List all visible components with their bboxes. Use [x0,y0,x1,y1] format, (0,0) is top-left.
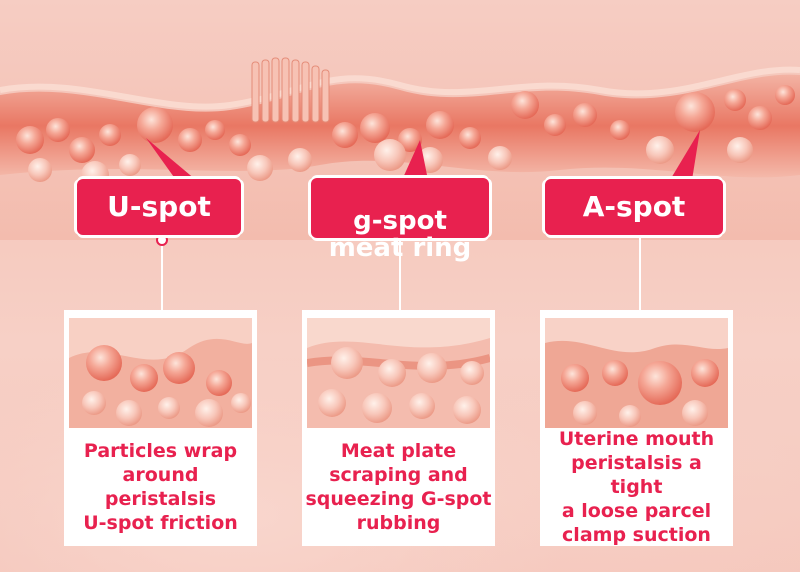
label-g-spot: g-spot meat ring [311,178,489,262]
thumbnail-a-spot-image [545,318,728,428]
label-a-spot-text: A-spot [582,190,686,223]
label-g-spot-text: g-spot meat ring [328,206,472,263]
card-u-spot: Particles wrap around peristalsis U-spot… [64,310,257,546]
card-g-spot: Meat plate scraping and squeezing G-spot… [302,310,495,546]
description-g-spot: Meat plate scraping and squeezing G-spot… [305,440,492,534]
label-a-spot: A-spot [545,179,723,235]
label-u-spot: U-spot [77,179,241,235]
label-u-spot-text: U-spot [107,190,211,223]
thumbnail-g-spot-image [307,318,490,428]
description-a-spot: Uterine mouth peristalsis a tight a loos… [558,428,715,546]
description-u-spot: Particles wrap around peristalsis U-spot… [83,440,238,534]
thumbnail-u-spot-image [69,318,252,428]
card-a-spot: Uterine mouth peristalsis a tight a loos… [540,310,733,546]
